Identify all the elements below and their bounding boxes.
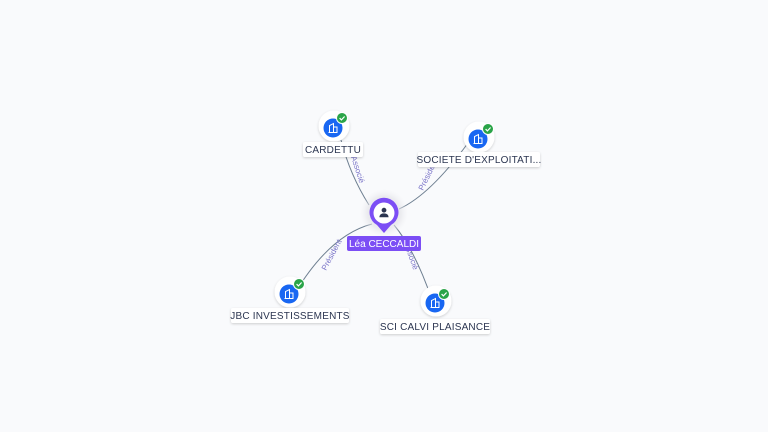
center-label-bg [347, 236, 421, 251]
node-label-bg [231, 308, 349, 323]
check-icon [339, 116, 346, 121]
node-label-bg [303, 142, 363, 157]
edge-label-cardettu: Associé [349, 155, 366, 185]
node-label-bg [418, 152, 540, 167]
check-icon [441, 292, 448, 297]
check-icon [485, 127, 492, 132]
check-icon [296, 282, 303, 287]
company-node-sci[interactable]: SCI CALVI PLAISANCE [380, 285, 490, 335]
check-badge [438, 288, 450, 300]
check-badge [482, 123, 494, 135]
check-badge [293, 278, 305, 290]
company-node-jbc[interactable]: JBC INVESTISSEMENTS [230, 276, 350, 324]
node-label: CARDETTU [305, 145, 361, 156]
node-label-bg [380, 319, 490, 334]
building-icon [284, 288, 294, 299]
building-icon [328, 122, 338, 133]
person-icon [379, 207, 389, 218]
building-icon [473, 133, 483, 144]
check-badge [336, 112, 348, 124]
node-label: JBC INVESTISSEMENTS [230, 311, 350, 322]
node-label: SOCIETE D'EXPLOITATI... [416, 155, 541, 166]
center-node[interactable]: Léa CECCALDI [347, 189, 421, 251]
company-node-cardettu[interactable]: CARDETTU [303, 110, 363, 158]
building-icon [430, 297, 440, 308]
center-pin-inner [373, 202, 395, 224]
company-node-societe[interactable]: SOCIETE D'EXPLOITATI... [416, 121, 541, 168]
center-label: Léa CECCALDI [349, 239, 419, 250]
node-label: SCI CALVI PLAISANCE [380, 322, 490, 333]
